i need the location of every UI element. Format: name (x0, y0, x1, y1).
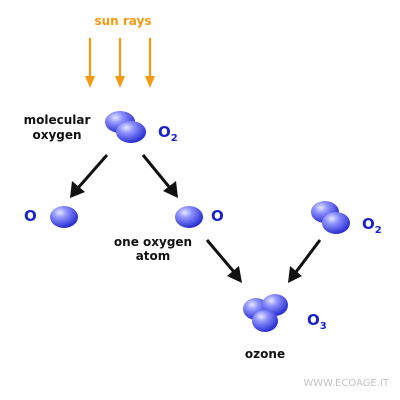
left-oxygen-atom (50, 206, 78, 228)
molecular-oxygen-label-line1: molecular (24, 113, 91, 127)
sun-ray-arrow (115, 38, 125, 88)
combine-arrows (205, 239, 322, 283)
combine-arrow-right (288, 239, 322, 283)
ozone-formula: O3 (307, 311, 327, 332)
molecular-oxygen-label-line2: oxygen (32, 128, 81, 142)
ozone-label: ozone (245, 347, 285, 361)
oxygen-atom-sphere (116, 121, 146, 143)
combine-arrow-left (205, 239, 242, 283)
ozone-molecule (243, 294, 288, 332)
sun-ray-arrow (85, 38, 95, 88)
split-arrows (70, 154, 178, 198)
one-oxygen-atom-caption-line1: one oxygen (114, 235, 192, 249)
right-atom-symbol: O (211, 207, 224, 225)
sun-ray-arrows (85, 38, 155, 88)
sun-ray-arrow (145, 38, 155, 88)
right-oxygen-atom (175, 206, 203, 228)
split-arrow-right (141, 154, 178, 198)
o2-formula-top: O2 (158, 123, 178, 144)
sun-rays-label: sun rays (94, 14, 151, 28)
o2-molecule-top (105, 111, 146, 143)
o2-formula-right: O2 (362, 215, 382, 236)
one-oxygen-atom-caption-line2: atom (136, 249, 171, 263)
o2-molecule-right (311, 201, 350, 234)
credit-watermark: WWW.ECOAGE.IT (303, 378, 390, 389)
oxygen-atom-sphere (252, 310, 278, 332)
split-arrow-left (70, 154, 109, 198)
oxygen-atom-sphere (322, 212, 350, 234)
left-atom-symbol: O (24, 207, 37, 225)
